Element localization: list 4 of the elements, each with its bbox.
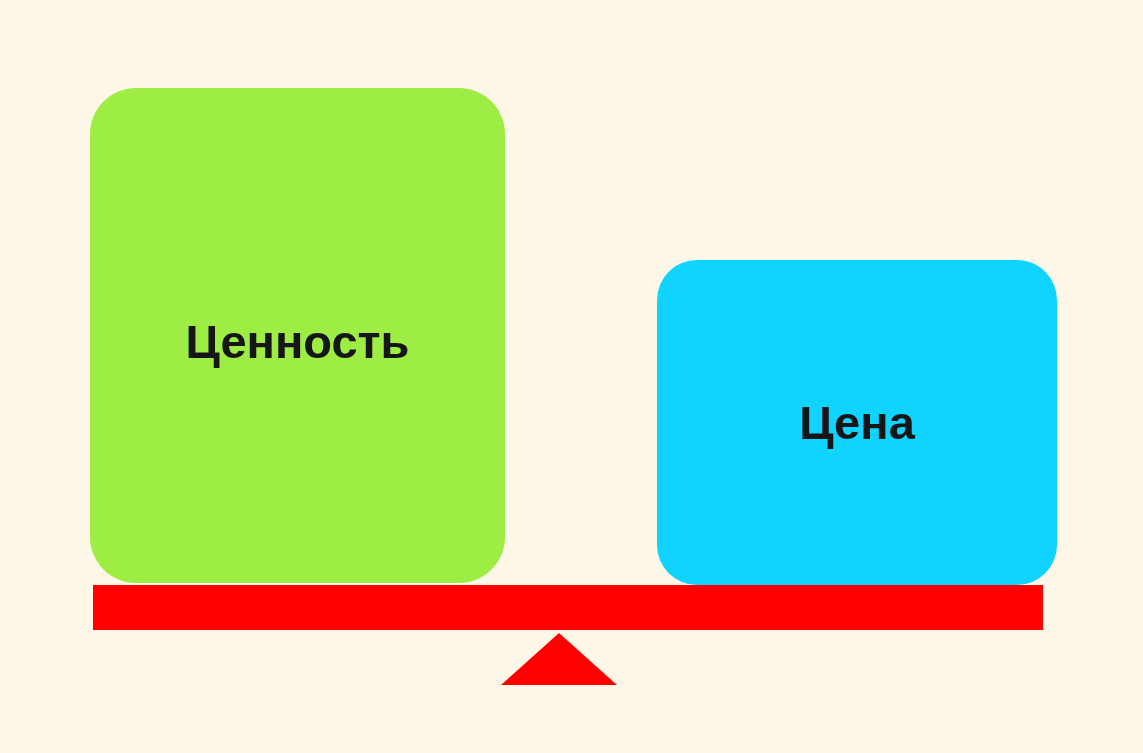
value-block [90, 88, 505, 583]
price-block [657, 260, 1057, 585]
block-label: Цена [799, 395, 915, 450]
block-label: Ценность [185, 314, 410, 369]
